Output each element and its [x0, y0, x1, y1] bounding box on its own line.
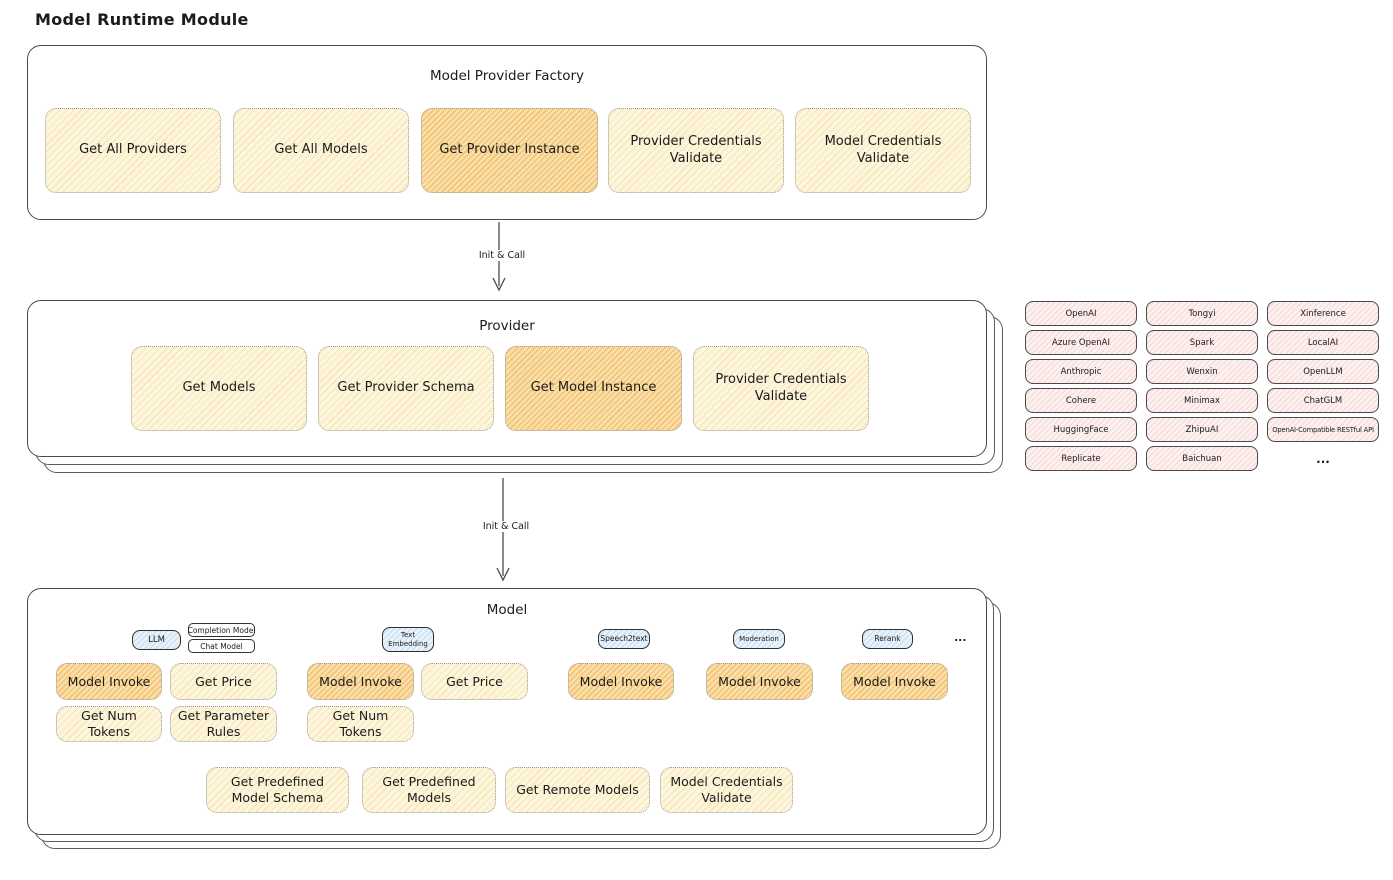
- factory-button-get-all-providers: Get All Providers: [45, 108, 221, 193]
- model-button-model-invoke-speech2text: Model Invoke: [568, 663, 674, 700]
- provider-button-get-model-instance: Get Model Instance: [505, 346, 682, 431]
- model-tab-moderation: Moderation: [733, 629, 785, 649]
- model-button-model-invoke-text-embedding: Model Invoke: [307, 663, 414, 700]
- model-button-get-predefined-models: Get Predefined Models: [362, 767, 496, 813]
- provider-chip-xinference: Xinference: [1267, 301, 1379, 326]
- model-tab-llm: LLM: [132, 630, 181, 650]
- provider-chip-huggingface: HuggingFace: [1025, 417, 1137, 442]
- provider-chip-spark: Spark: [1146, 330, 1258, 355]
- provider-chip-zhipuai: ZhipuAI: [1146, 417, 1258, 442]
- model-title: Model: [486, 602, 528, 618]
- provider-button-get-models: Get Models: [131, 346, 307, 431]
- provider-chip-tongyi: Tongyi: [1146, 301, 1258, 326]
- model-button-get-num-tokens-llm: Get Num Tokens: [56, 706, 162, 742]
- model-button-model-invoke-moderation: Model Invoke: [706, 663, 813, 700]
- provider-chip-localai: LocalAI: [1267, 330, 1379, 355]
- provider-chip-openai-compatible-restful-api: OpenAI-Compatible RESTful API: [1267, 417, 1379, 442]
- factory-button-provider-credentials-validate: Provider Credentials Validate: [608, 108, 784, 193]
- provider-chip-chatglm: ChatGLM: [1267, 388, 1379, 413]
- factory-button-get-all-models: Get All Models: [233, 108, 409, 193]
- provider-button-provider-credentials-validate: Provider Credentials Validate: [693, 346, 869, 431]
- provider-title: Provider: [479, 318, 535, 334]
- model-button-get-price-llm: Get Price: [170, 663, 277, 700]
- model-tab-rerank: Rerank: [862, 629, 913, 649]
- provider-chip-openllm: OpenLLM: [1267, 359, 1379, 384]
- provider-chip-minimax: Minimax: [1146, 388, 1258, 413]
- provider-chip-cohere: Cohere: [1025, 388, 1137, 413]
- model-tab-speech2text: Speech2text: [598, 629, 650, 649]
- providers-grid: OpenAI Tongyi Xinference Azure OpenAI Sp…: [1025, 301, 1379, 471]
- init-call-label-1: Init & Call: [463, 250, 541, 261]
- model-button-model-credentials-validate: Model Credentials Validate: [660, 767, 793, 813]
- provider-chip-wenxin: Wenxin: [1146, 359, 1258, 384]
- model-button-model-invoke-llm: Model Invoke: [56, 663, 162, 700]
- model-button-get-parameter-rules: Get Parameter Rules: [170, 706, 277, 742]
- init-call-label-2: Init & Call: [467, 521, 545, 532]
- factory-box: Model Provider Factory Get All Providers…: [27, 45, 987, 220]
- model-button-model-invoke-rerank: Model Invoke: [841, 663, 948, 700]
- arrow-down-icon: [496, 478, 510, 582]
- provider-box: Provider Get Models Get Provider Schema …: [27, 300, 987, 457]
- page-title: Model Runtime Module: [35, 10, 249, 29]
- provider-chip-replicate: Replicate: [1025, 446, 1137, 471]
- model-button-get-remote-models: Get Remote Models: [505, 767, 650, 813]
- model-tab-text-embedding: Text Embedding: [382, 627, 434, 652]
- factory-button-model-credentials-validate: Model Credentials Validate: [795, 108, 971, 193]
- provider-chip-anthropic: Anthropic: [1025, 359, 1137, 384]
- provider-chip-azure-openai: Azure OpenAI: [1025, 330, 1137, 355]
- model-button-get-price-text-embedding: Get Price: [421, 663, 528, 700]
- factory-button-get-provider-instance: Get Provider Instance: [421, 108, 598, 193]
- model-button-get-num-tokens-text-embedding: Get Num Tokens: [307, 706, 414, 742]
- provider-chip-baichuan: Baichuan: [1146, 446, 1258, 471]
- model-tab-completion-model: Completion Model: [188, 623, 255, 637]
- model-box: Model LLM Completion Model Chat Model Te…: [27, 588, 987, 835]
- providers-more-ellipsis: ...: [1316, 451, 1330, 466]
- model-button-get-predefined-model-schema: Get Predefined Model Schema: [206, 767, 349, 813]
- provider-button-get-provider-schema: Get Provider Schema: [318, 346, 494, 431]
- provider-chip-openai: OpenAI: [1025, 301, 1137, 326]
- model-tabs-more-ellipsis: ...: [954, 631, 967, 644]
- model-tab-chat-model: Chat Model: [188, 639, 255, 653]
- factory-title: Model Provider Factory: [429, 68, 584, 84]
